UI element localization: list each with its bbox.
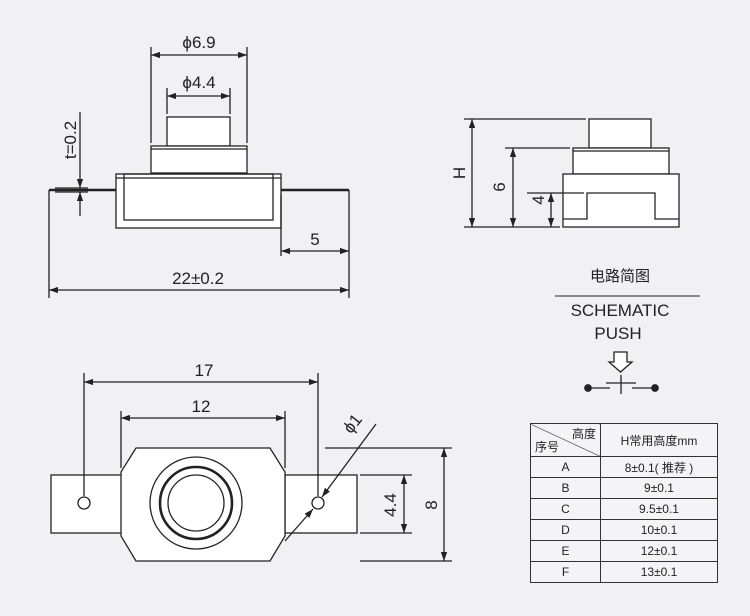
right-solder-hole [311, 496, 325, 510]
row-height: 10±0.1 [600, 519, 718, 541]
table-header-row: 高度 序号 H常用高度mm [530, 423, 718, 457]
row-id: B [530, 477, 601, 499]
table-row: F 13±0.1 [530, 561, 718, 583]
side-button-collar [572, 147, 670, 175]
height-spec-table: 高度 序号 H常用高度mm A 8±0.1( 推荐 ) B 9±0.1 C 9.… [530, 423, 718, 583]
table-corner-header: 高度 序号 [530, 423, 601, 457]
schematic-title-cn: 电路简图 [590, 268, 650, 285]
dim-hole-phi: ϕ1 [339, 410, 366, 437]
row-height: 13±0.1 [600, 561, 718, 583]
dim-total-length: 22±0.2 [172, 269, 224, 288]
top-body [120, 447, 286, 562]
front-view [48, 47, 350, 298]
table-row: D 10±0.1 [530, 519, 718, 541]
front-body-inner [123, 173, 274, 221]
schematic-subtitle: PUSH [594, 324, 641, 343]
side-button-cap [588, 118, 652, 149]
table-row: A 8±0.1( 推荐 ) [530, 456, 718, 478]
table-row: C 9.5±0.1 [530, 498, 718, 520]
dim-height-6: 6 [490, 182, 509, 191]
side-body [562, 173, 680, 228]
left-solder-hole [77, 496, 91, 510]
dim-thickness: t=0.2 [61, 121, 80, 159]
top-ring-inner [167, 474, 225, 532]
table-row: E 12±0.1 [530, 540, 718, 562]
header-h-common-height: H常用高度mm [600, 423, 718, 457]
top-view [50, 373, 452, 562]
row-id: A [530, 456, 601, 478]
front-button-collar [150, 145, 248, 174]
dim-phi-6-9: ϕ6.9 [182, 33, 215, 52]
row-id: C [530, 498, 601, 520]
header-height-label: 高度 [571, 427, 596, 441]
row-height: 9±0.1 [600, 477, 718, 499]
top-left-tab [50, 474, 124, 534]
push-arrow-icon [607, 351, 634, 373]
header-index-label: 序号 [535, 440, 560, 454]
schematic-title-en: SCHEMATIC [571, 301, 670, 320]
table-row: B 9±0.1 [530, 477, 718, 499]
push-schematic-symbol [555, 295, 700, 394]
row-height: 9.5±0.1 [600, 498, 718, 520]
row-id: F [530, 561, 601, 583]
row-id: E [530, 540, 601, 562]
dim-phi-4-4: ϕ4.4 [182, 73, 215, 92]
side-view [464, 118, 680, 228]
dim-width-4-4: 4.4 [381, 493, 400, 517]
row-id: D [530, 519, 601, 541]
front-button-cap [166, 116, 231, 147]
dim-span-17: 17 [195, 361, 214, 380]
dim-height-h: H [450, 167, 469, 179]
row-height: 12±0.1 [600, 540, 718, 562]
dim-tab-length: 5 [310, 230, 319, 249]
dim-width-8: 8 [422, 500, 441, 509]
dim-height-4: 4 [529, 195, 548, 204]
top-ring-mid [158, 465, 234, 541]
top-outer-ring [149, 456, 243, 550]
dim-span-12: 12 [192, 397, 211, 416]
top-right-tab [284, 474, 358, 534]
row-height: 8±0.1( 推荐 ) [600, 456, 718, 478]
